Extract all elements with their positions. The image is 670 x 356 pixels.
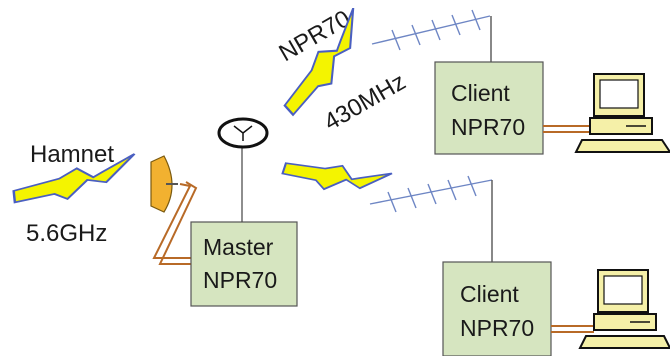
client-npr70-box-upper: Client NPR70 (434, 61, 544, 155)
client-lower-line2: NPR70 (460, 315, 534, 341)
master-npr70-box: Master NPR70 (190, 221, 298, 307)
yagi-antenna-icon (371, 9, 492, 62)
client-lower-line1: Client (460, 281, 519, 307)
client-upper-line2: NPR70 (451, 114, 525, 140)
omni-antenna-icon (217, 117, 269, 222)
hamnet-label: Hamnet (30, 141, 114, 168)
link-frequency-label: 430MHz (320, 68, 411, 136)
computer-icon (578, 269, 670, 349)
ethernet-cable-upper (543, 125, 592, 133)
client-upper-line1: Client (451, 80, 510, 106)
master-line1: Master (203, 234, 274, 260)
lightning-bolt-icon (280, 140, 393, 209)
computer-icon (574, 73, 670, 153)
hamnet-frequency-label: 5.6GHz (26, 220, 107, 247)
client-npr70-box-lower: Client NPR70 (442, 261, 552, 356)
yagi-antenna-icon (369, 175, 493, 262)
master-line2: NPR70 (203, 267, 277, 293)
ethernet-cable-lower (551, 325, 594, 333)
coax-cable-dish-to-master (152, 181, 198, 265)
dish-antenna-icon (150, 155, 178, 213)
